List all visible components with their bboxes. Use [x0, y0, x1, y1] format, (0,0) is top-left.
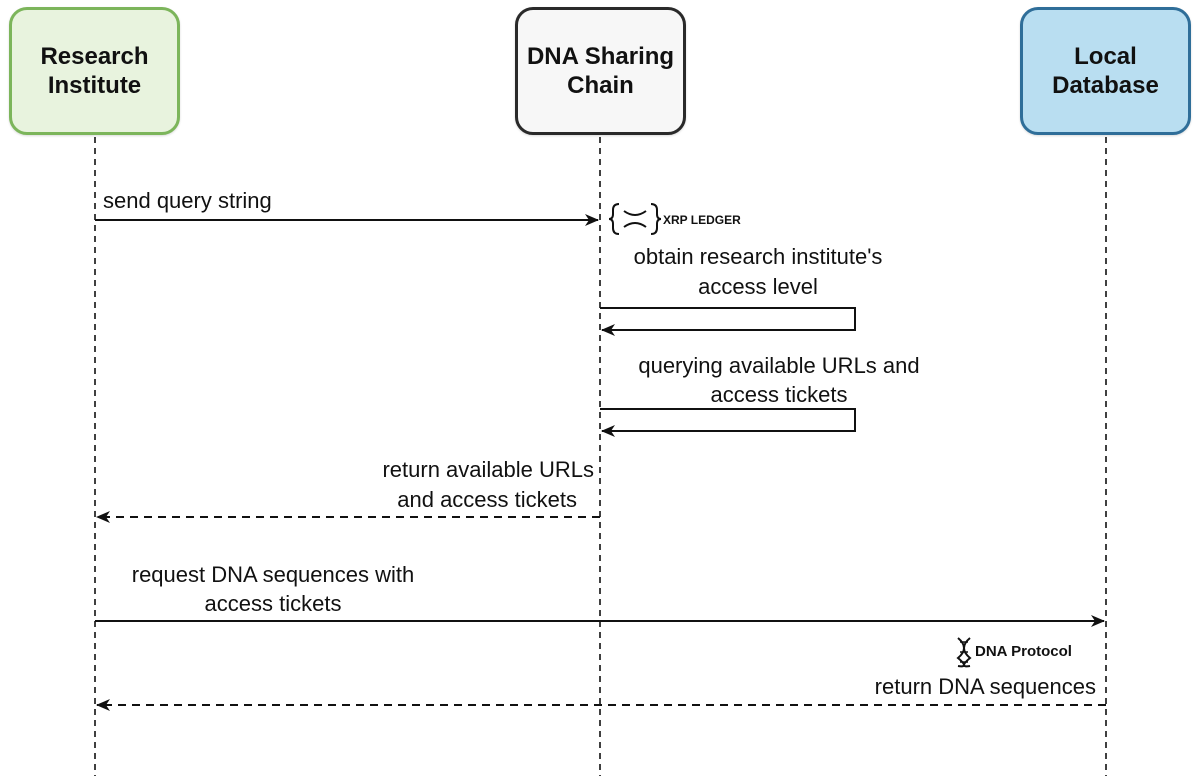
dna-protocol-logo: DNA Protocol: [956, 637, 1072, 668]
dna-helix-icon: [956, 637, 972, 668]
message-request-dna-line2: access tickets: [205, 591, 342, 616]
actor-research-institute-label: Research Institute: [40, 43, 149, 99]
actor-dna-sharing-chain-label: DNA Sharing Chain: [526, 43, 675, 99]
dna-protocol-label: DNA Protocol: [975, 643, 1072, 660]
message-obtain-access-line1: obtain research institute's: [634, 244, 883, 269]
xrp-ledger-label: XRP LEDGER: [663, 213, 741, 227]
message-return-dna-label: return DNA sequences: [875, 674, 1096, 699]
message-request-dna-line1: request DNA sequences with: [132, 562, 415, 587]
message-obtain-access-line2: access level: [698, 274, 818, 299]
arrow-obtain-access-level: [600, 307, 856, 336]
message-querying-line2: access tickets: [711, 382, 848, 407]
xrp-ledger-icon: [608, 203, 662, 235]
arrow-querying-urls: [600, 408, 856, 437]
actor-dna-sharing-chain: DNA Sharing Chain: [515, 7, 686, 135]
message-return-urls-line1: return available URLs: [382, 457, 594, 482]
xrp-ledger-logo: XRP LEDGER: [608, 203, 741, 235]
message-querying-line1: querying available URLs and: [638, 353, 919, 378]
actor-local-database: Local Database: [1020, 7, 1191, 135]
actor-research-institute: Research Institute: [9, 7, 180, 135]
actor-local-database-label: Local Database: [1052, 43, 1159, 99]
message-send-query-label: send query string: [103, 188, 272, 213]
message-return-urls-line2: and access tickets: [397, 487, 577, 512]
